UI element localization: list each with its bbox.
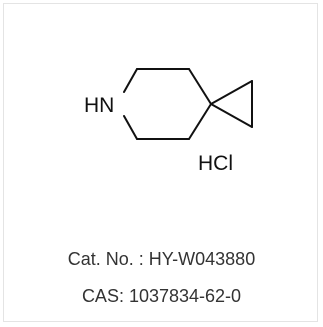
- salt-label: HCl: [198, 152, 233, 175]
- bond-spiro-top: [210, 80, 253, 105]
- bond-n-upper-ch2: [123, 68, 138, 93]
- bond-bottom-spiro: [210, 103, 253, 128]
- chemical-structure-diagram: HN HCl: [84, 68, 253, 175]
- bond-upper-ch2-spiro: [188, 68, 212, 105]
- amine-label: HN: [84, 94, 114, 117]
- cyclopropane-ring-bonds: [210, 80, 253, 128]
- bond-lower-ch2-n: [123, 115, 138, 140]
- catalog-number: Cat. No. : HY-W043880: [67, 249, 256, 269]
- bond-spiro-lower-ch2: [188, 103, 212, 140]
- piperidine-ring-bonds: [123, 68, 212, 140]
- product-card: [3, 3, 318, 322]
- cas-number: CAS: 1037834-62-0: [81, 286, 242, 306]
